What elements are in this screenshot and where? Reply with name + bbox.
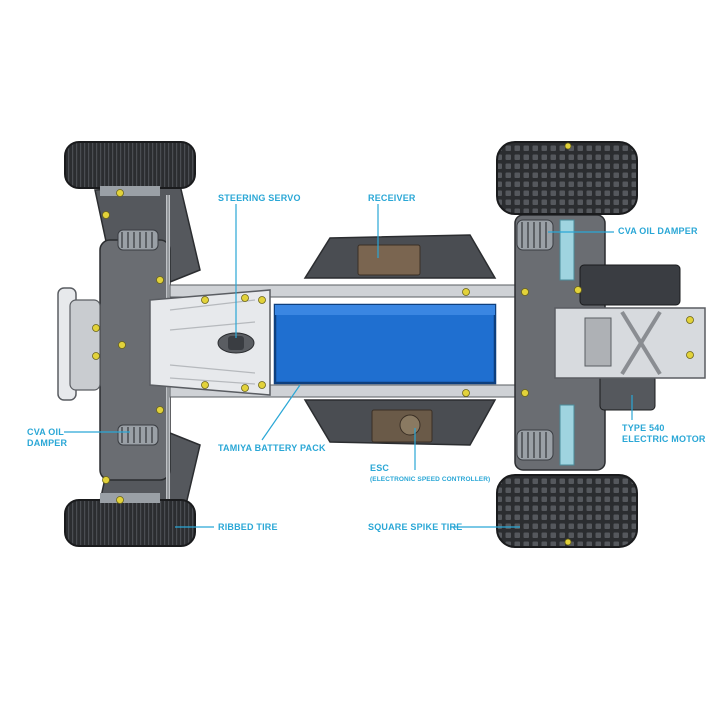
label-type-540-line2: ELECTRIC MOTOR [622, 434, 706, 444]
label-square-spike-tire: SQUARE SPIKE TIRE [368, 522, 463, 532]
label-cva-oil-damper-front-line2: DAMPER [27, 438, 68, 448]
label-steering-servo: STEERING SERVO [218, 193, 301, 203]
label-esc-full: (ELECTRONIC SPEED CONTROLLER) [370, 476, 491, 483]
label-type-540-line1: TYPE 540 [622, 423, 665, 433]
label-receiver: RECEIVER [368, 193, 416, 203]
label-cva-oil-damper-rear: CVA OIL DAMPER [618, 226, 698, 236]
battery-pack [273, 303, 497, 385]
rear-suspension [514, 214, 706, 471]
screws [92, 142, 694, 546]
label-tamiya-battery-pack: TAMIYA BATTERY PACK [218, 443, 326, 453]
leader-battery-pack [261, 384, 301, 441]
main-chassis [149, 234, 551, 446]
rear-tire-bottom [496, 474, 638, 548]
rear-tire-top [496, 141, 638, 215]
front-tire-top [64, 141, 196, 196]
label-ribbed-tire: RIBBED TIRE [218, 522, 278, 532]
label-esc-short: ESC [370, 463, 390, 473]
front-tire-bottom [64, 493, 196, 547]
label-esc: ESC (ELECTRONIC SPEED CONTROLLER) [370, 463, 490, 485]
label-cva-oil-damper-front-line1: CVA OIL [27, 427, 64, 437]
label-type-540-electric-motor: TYPE 540 ELECTRIC MOTOR [622, 423, 706, 445]
label-cva-oil-damper-front: CVA OIL DAMPER [27, 427, 67, 449]
